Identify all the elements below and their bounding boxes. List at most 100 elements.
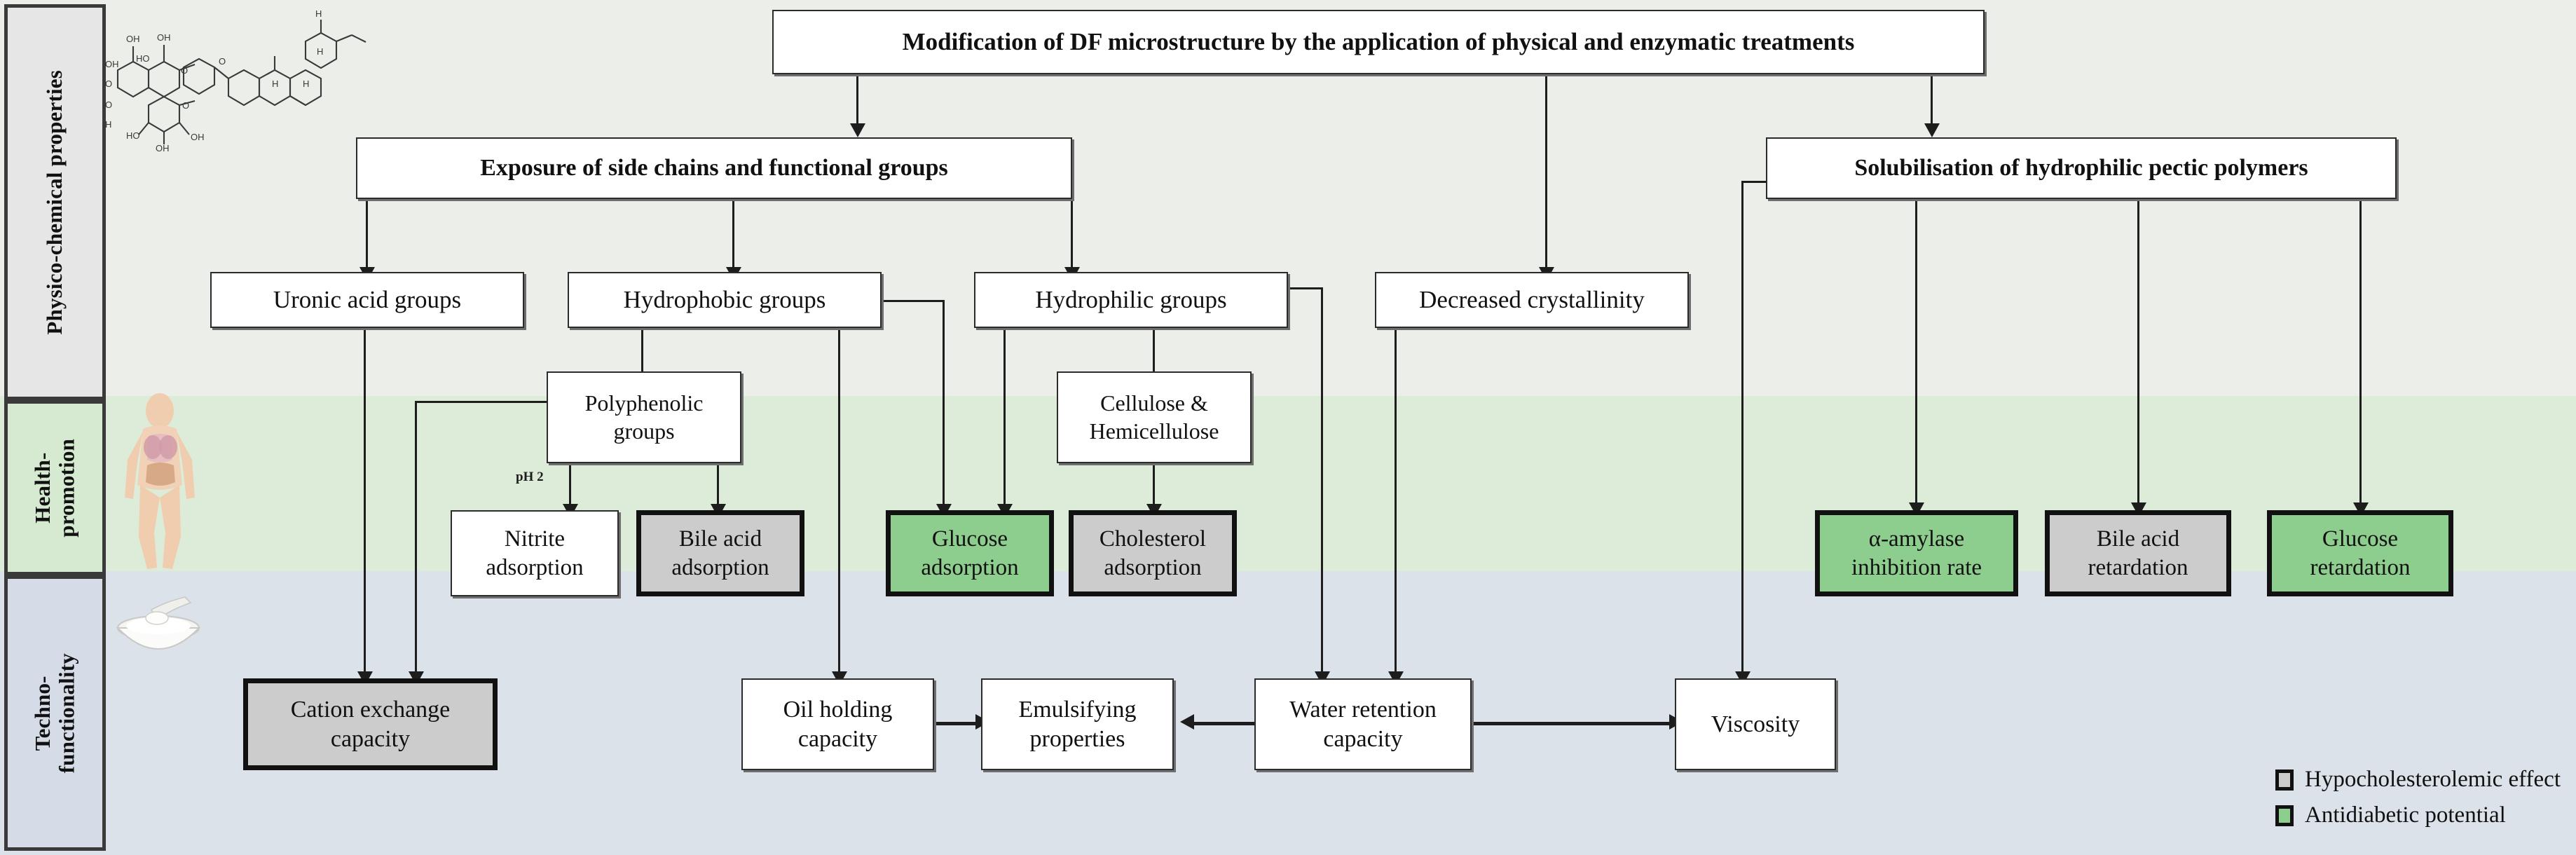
node-label: Exposure of side chains and functional g… <box>480 155 948 182</box>
node-label: Solubilisation of hydrophilic pectic pol… <box>1854 155 2308 182</box>
node-water-retention-capacity[interactable]: Water retention capacity <box>1254 678 1472 770</box>
sidebar-item-label: Health- promotion <box>29 438 79 538</box>
svg-text:OH: OH <box>157 32 171 43</box>
arrowhead-title-to-exposure <box>850 123 865 137</box>
node-label: Nitrite adsorption <box>486 526 584 580</box>
connector-exposure-to-hydrophobic <box>732 199 734 272</box>
node-glucose-retardation[interactable]: Glucose retardation <box>2267 510 2453 596</box>
sidebar-item-techno-functionality[interactable]: Techno- functionality <box>4 575 106 851</box>
svg-text:OH: OH <box>156 143 170 153</box>
connector-title-to-solubilisation <box>1931 74 1933 128</box>
svg-text:OH: OH <box>105 59 119 69</box>
connector-hydrophobic-to-polyphenolic <box>641 328 643 371</box>
node-polyphenolic-groups[interactable]: Polyphenolic groups <box>547 371 741 463</box>
node-label: Glucose adsorption <box>921 526 1019 580</box>
node-hydrophilic-groups[interactable]: Hydrophilic groups <box>974 272 1288 328</box>
node-label: Viscosity <box>1711 711 1800 737</box>
connector-solubilisation-to-glucose-retardation <box>2359 199 2362 507</box>
connector-water-retention-to-viscosity <box>1470 722 1673 725</box>
connector-polyphenolic-to-bile-acid-adsorption <box>717 463 719 510</box>
connector-crystallinity-to-water-retention <box>1395 328 1397 678</box>
node-label: Modification of DF microstructure by the… <box>902 27 1855 55</box>
node-uronic-acid-groups[interactable]: Uronic acid groups <box>210 272 524 328</box>
node-hydrophobic-groups[interactable]: Hydrophobic groups <box>568 272 882 328</box>
arrowhead-title-to-solubilisation <box>1924 123 1940 137</box>
node-bile-acid-adsorption[interactable]: Bile acid adsorption <box>636 510 804 596</box>
connector-title-to-decreased-crystallinity <box>1545 74 1547 272</box>
chemical-structure-icon: OH OH HO O O HO OH OH O O H H H H OH H O <box>105 8 366 153</box>
svg-text:H: H <box>315 8 322 19</box>
node-decreased-crystallinity[interactable]: Decreased crystallinity <box>1375 272 1689 328</box>
connector-hydrophobic-right-elbow-horizontal <box>882 300 945 302</box>
connector-solubilisation-to-viscosity-vertical <box>1741 181 1743 678</box>
node-bile-acid-retardation[interactable]: Bile acid retardation <box>2045 510 2231 596</box>
connector-solubilisation-to-amylase <box>1915 199 1917 507</box>
node-cellulose-hemicellulose[interactable]: Cellulose & Hemicellulose <box>1057 371 1252 463</box>
svg-text:O: O <box>105 100 112 110</box>
node-label: Polyphenolic groups <box>584 390 704 444</box>
svg-text:O: O <box>219 56 226 67</box>
node-label: Decreased crystallinity <box>1419 285 1645 313</box>
node-nitrite-adsorption[interactable]: Nitrite adsorption <box>451 510 619 596</box>
connector-hydrophilic-right-elbow-vertical <box>1321 287 1323 678</box>
sidebar-item-label: Physico-chemical properties <box>42 69 67 335</box>
node-title-modification[interactable]: Modification of DF microstructure by the… <box>772 10 1985 74</box>
node-label: Emulsifying properties <box>1018 697 1137 752</box>
node-cholesterol-adsorption[interactable]: Cholesterol adsorption <box>1069 510 1237 596</box>
node-label: Oil holding capacity <box>783 697 893 752</box>
node-cation-exchange-capacity[interactable]: Cation exchange capacity <box>243 678 498 770</box>
svg-text:O: O <box>181 65 188 76</box>
legend: Hypocholesterolemic effect Antidiabetic … <box>2275 757 2561 828</box>
legend-item-hypocholesterolemic: Hypocholesterolemic effect <box>2275 767 2561 793</box>
node-label: Cellulose & Hemicellulose <box>1089 390 1219 444</box>
node-exposure-of-side-chains[interactable]: Exposure of side chains and functional g… <box>356 137 1072 199</box>
yogurt-bowl-icon <box>116 596 201 650</box>
connector-hydrophilic-right-elbow-horizontal <box>1288 287 1323 289</box>
node-glucose-adsorption[interactable]: Glucose adsorption <box>886 510 1054 596</box>
sidebar-item-physico-chemical-properties[interactable]: Physico-chemical properties <box>4 4 106 400</box>
legend-item-antidiabetic: Antidiabetic potential <box>2275 802 2561 828</box>
node-label: Cation exchange capacity <box>290 697 451 752</box>
svg-text:HO: HO <box>136 53 150 64</box>
sidebar-item-label: Techno- functionality <box>29 652 79 774</box>
svg-text:O: O <box>105 78 112 89</box>
sidebar-item-health-promotion[interactable]: Health- promotion <box>4 400 106 575</box>
connector-polyphenolic-elbow-horizontal <box>415 401 548 403</box>
legend-swatch-gray <box>2275 769 2294 791</box>
svg-text:HO: HO <box>126 130 140 141</box>
node-label: Uronic acid groups <box>273 285 462 313</box>
connector-water-retention-to-emulsifying <box>1189 722 1259 725</box>
node-emulsifying-properties[interactable]: Emulsifying properties <box>981 678 1174 770</box>
arrowhead-water-retention-to-emulsifying <box>1180 714 1194 730</box>
node-label: Bile acid retardation <box>2088 526 2188 580</box>
node-label: Glucose retardation <box>2310 526 2411 580</box>
node-solubilisation-pectic-polymers[interactable]: Solubilisation of hydrophilic pectic pol… <box>1766 137 2397 199</box>
connector-polyphenolic-to-nitrite <box>569 463 571 510</box>
annotation-ph-2: pH 2 <box>516 470 544 484</box>
human-body-icon <box>125 393 195 569</box>
node-viscosity[interactable]: Viscosity <box>1675 678 1836 770</box>
node-label: α-amylase inhibition rate <box>1851 526 1982 580</box>
connector-solubilisation-to-bile-acid-retardation <box>2137 199 2139 507</box>
node-label: Water retention capacity <box>1289 697 1437 752</box>
connector-exposure-to-hydrophilic <box>1071 199 1073 272</box>
connector-exposure-to-uronic-acid <box>366 199 368 272</box>
svg-text:O: O <box>182 100 189 111</box>
node-oil-holding-capacity[interactable]: Oil holding capacity <box>741 678 934 770</box>
legend-label: Hypocholesterolemic effect <box>2305 767 2561 792</box>
node-label: Hydrophilic groups <box>1035 285 1227 313</box>
connector-hydrophobic-right-elbow-vertical <box>943 300 945 510</box>
connector-title-to-exposure <box>856 74 858 128</box>
legend-label: Antidiabetic potential <box>2305 802 2506 828</box>
connector-oil-holding-to-emulsifying <box>932 722 981 725</box>
connector-hydrophobic-to-oil-holding <box>838 328 840 678</box>
node-label: Bile acid adsorption <box>671 526 769 580</box>
node-label: Cholesterol adsorption <box>1099 526 1207 580</box>
svg-text:OH: OH <box>191 132 205 142</box>
svg-text:H: H <box>317 46 323 57</box>
connector-uronic-to-cation-exchange <box>364 328 366 678</box>
node-label: Hydrophobic groups <box>623 285 826 313</box>
node-amylase-inhibition-rate[interactable]: α-amylase inhibition rate <box>1815 510 2018 596</box>
svg-text:OH: OH <box>126 34 140 44</box>
